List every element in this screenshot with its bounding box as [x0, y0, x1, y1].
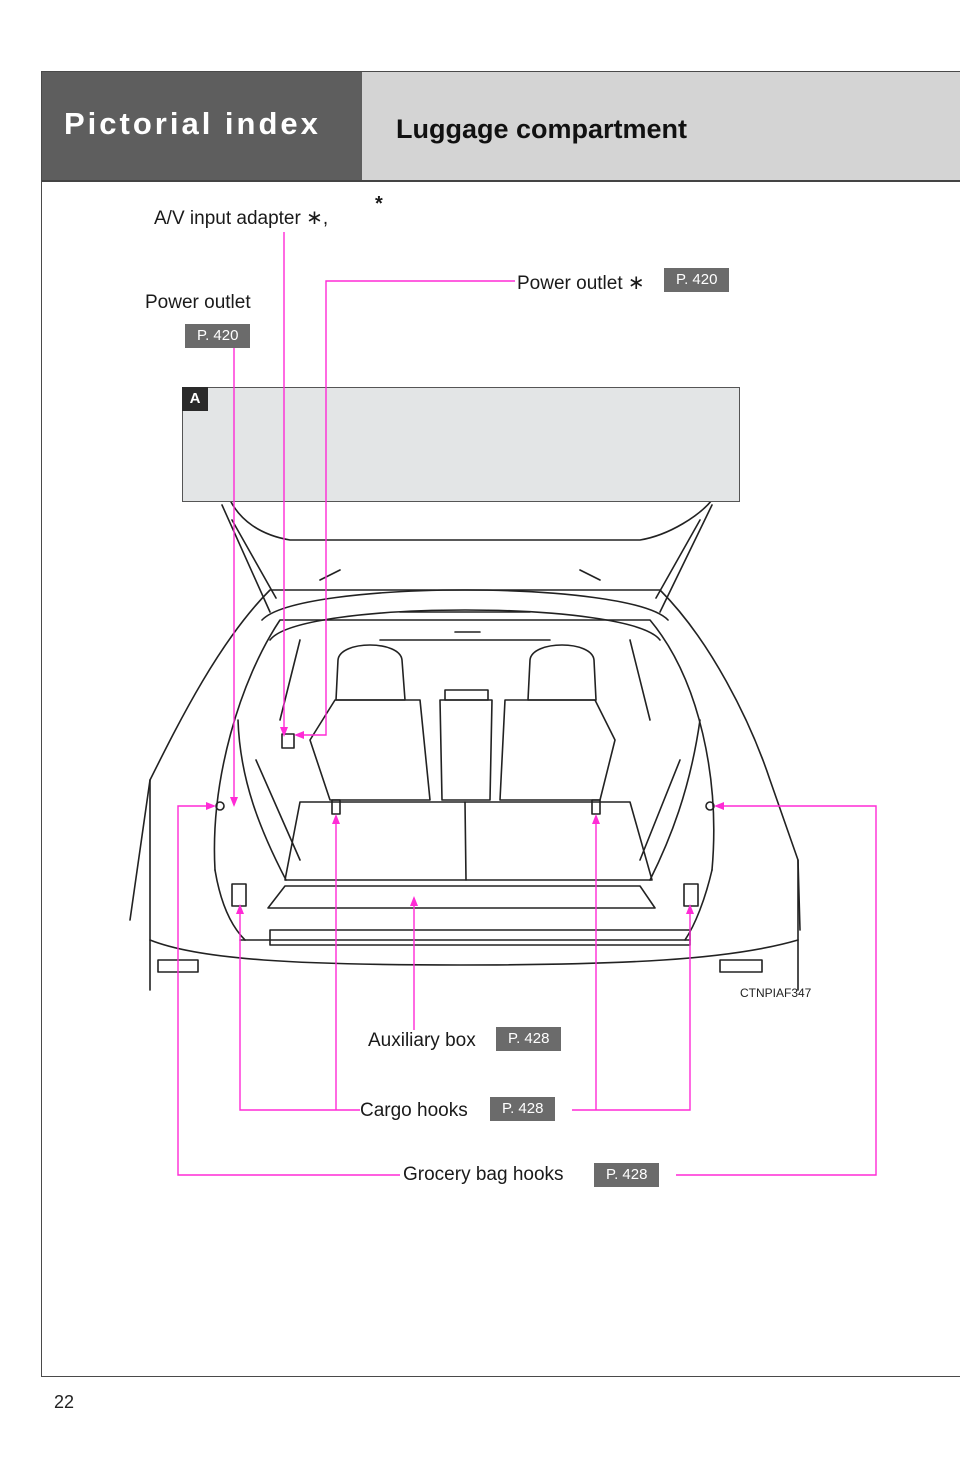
leader-cargo-hooks-left	[239, 816, 360, 1111]
page-ref-power-outlet-left[interactable]: P. 420	[185, 324, 251, 348]
leader-grocery-right	[676, 805, 877, 1176]
page-ref-auxiliary-box[interactable]: P. 428	[496, 1027, 562, 1051]
asterisk-icon: ∗	[306, 207, 323, 229]
label-grocery-bag-hooks: Grocery bag hooks	[403, 1164, 564, 1185]
header-divider	[42, 180, 960, 182]
page-title: Luggage compartment	[396, 114, 688, 144]
title-bar: Luggage compartment	[362, 72, 960, 180]
leader-arrowheads	[206, 727, 724, 914]
figure-code: CTNPIAF347	[740, 986, 812, 1000]
page-ref-grocery-bag-hooks[interactable]: P. 428	[594, 1163, 660, 1187]
label-auxiliary-box: Auxiliary box	[368, 1030, 476, 1051]
label-cargo-hooks: Cargo hooks	[360, 1100, 468, 1121]
page-ref-cargo-hooks[interactable]: P. 428	[490, 1097, 556, 1121]
page-ref-power-outlet-right[interactable]: P. 420	[664, 268, 730, 292]
leader-power-outlet-right	[296, 280, 515, 736]
section-tab: Pictorial index	[42, 72, 362, 180]
leader-grocery-left	[177, 805, 400, 1176]
footnote-star-icon: *	[375, 193, 383, 215]
inset-badge: A	[182, 387, 208, 411]
label-power-outlet-right: Power outlet ∗	[517, 272, 645, 294]
leader-cargo-hooks-right	[572, 816, 691, 1111]
page-number: 22	[54, 1392, 75, 1412]
label-av-input-adapter: A/V input adapter ∗,	[154, 207, 329, 229]
label-power-outlet-left: Power outlet	[145, 292, 251, 313]
asterisk-icon: ∗	[627, 272, 645, 294]
page-frame	[41, 71, 960, 1377]
inset-panel	[182, 387, 740, 502]
section-title: Pictorial index	[64, 106, 321, 141]
